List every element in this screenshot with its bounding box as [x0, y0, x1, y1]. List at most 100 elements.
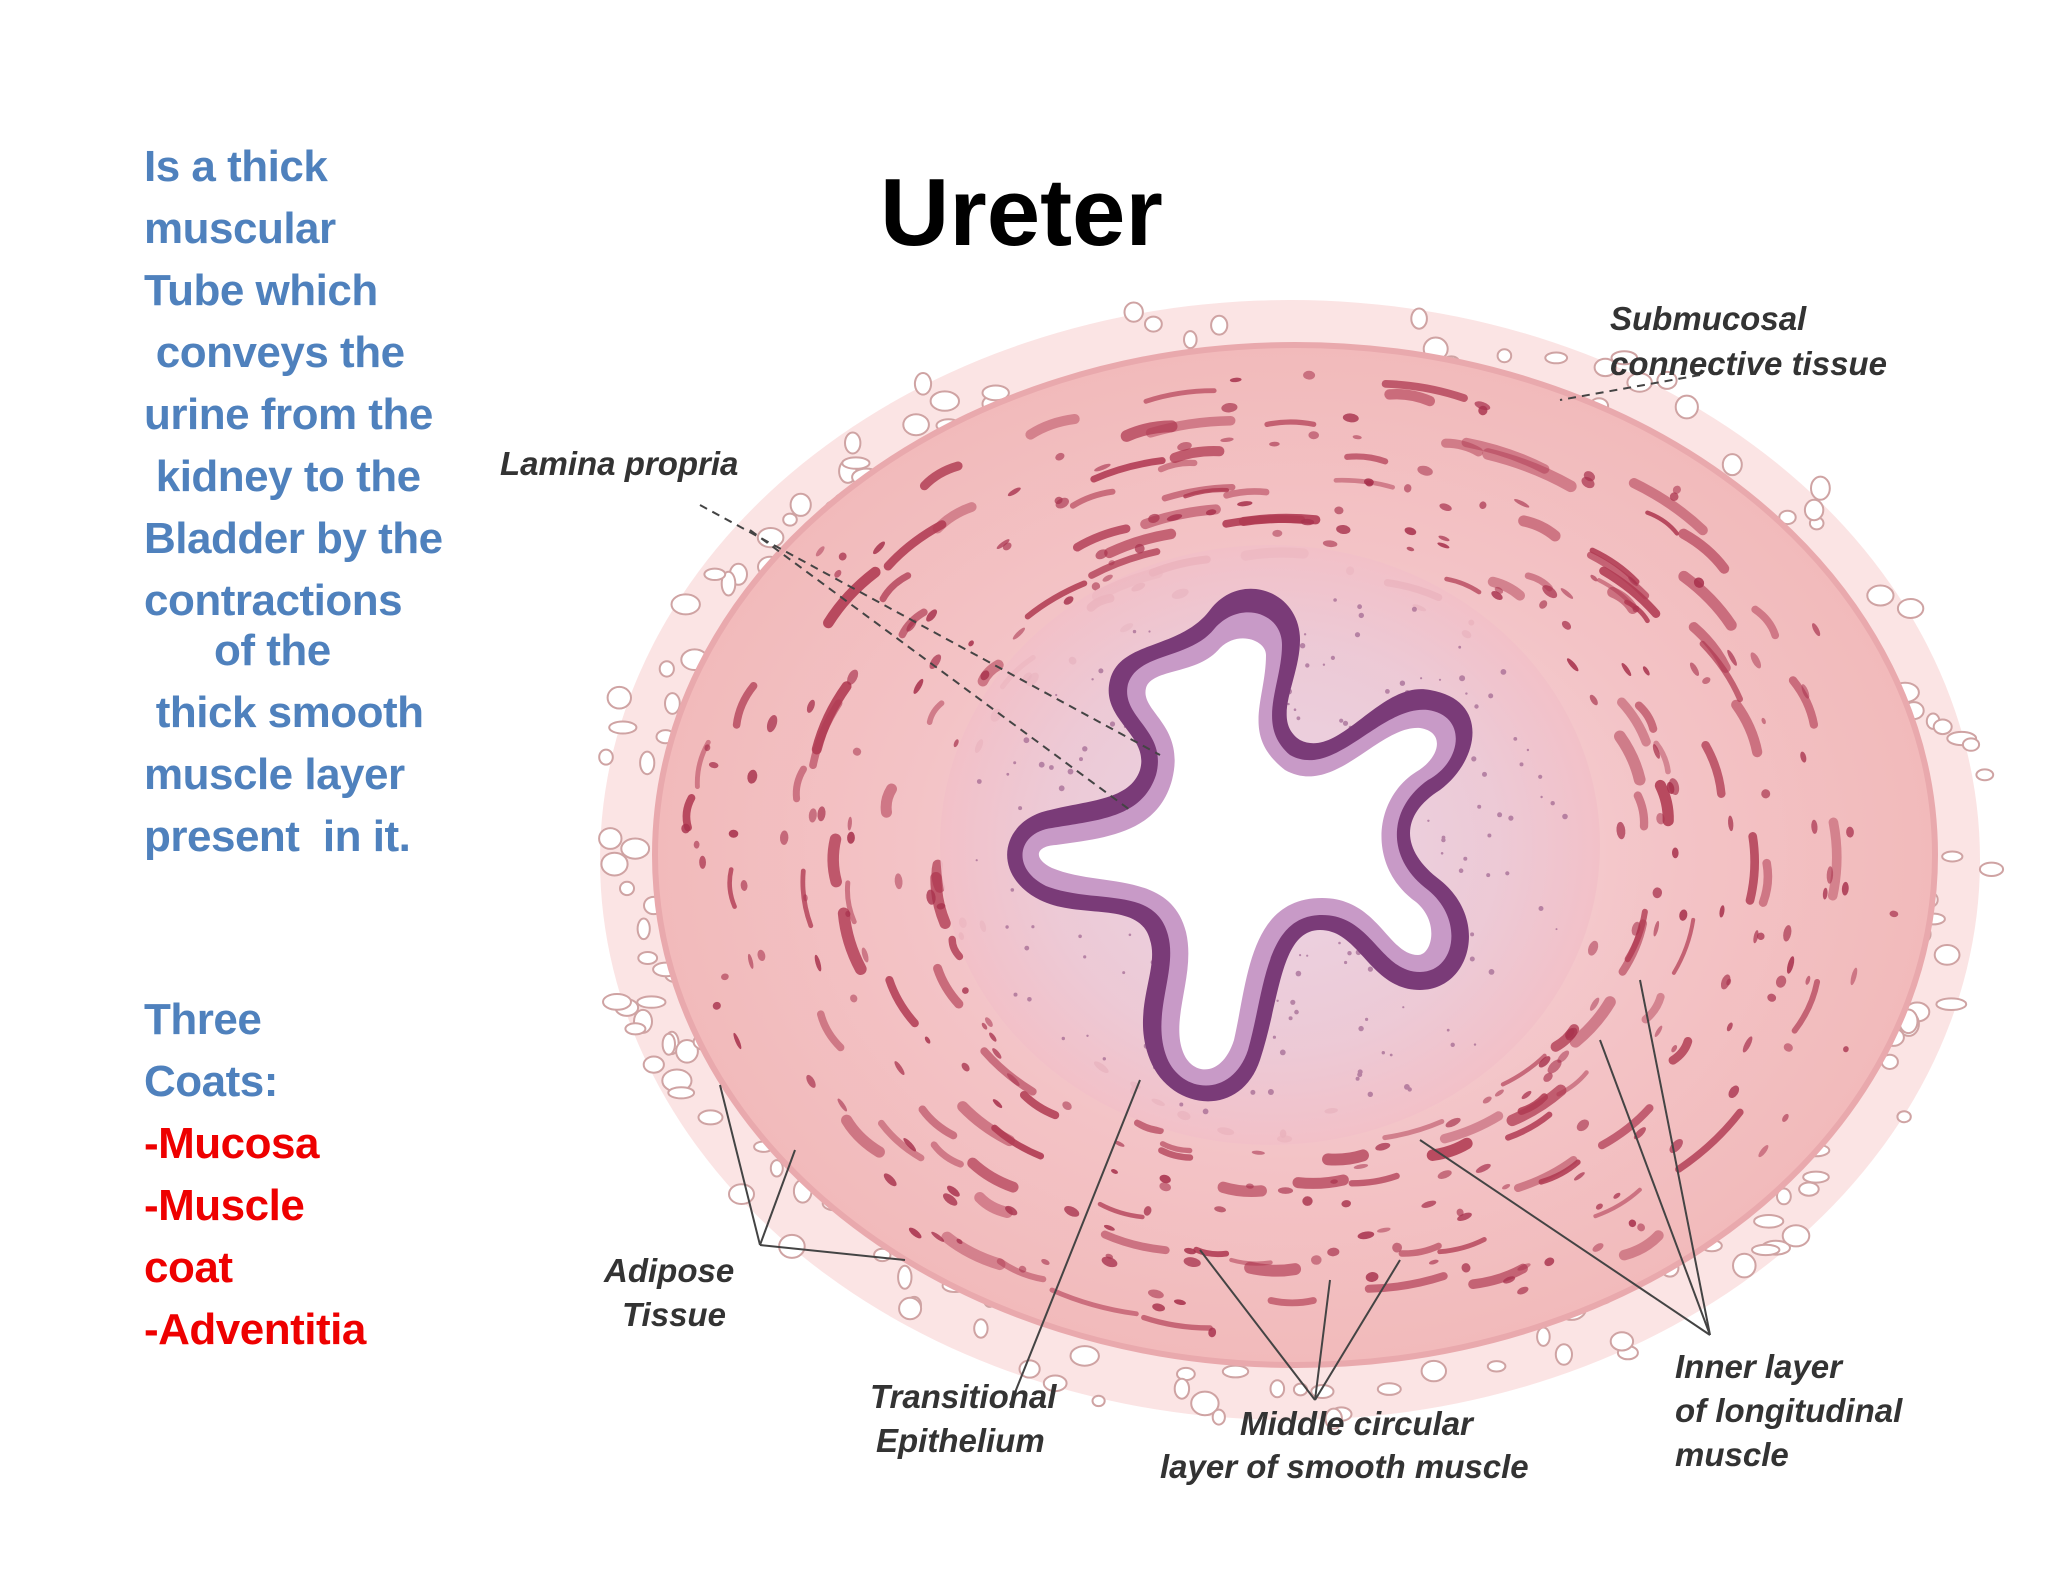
muscle-nucleus	[814, 954, 822, 972]
muscle-nucleus	[1841, 881, 1849, 896]
muscle-nucleus	[1437, 1170, 1452, 1179]
muscle-nucleus	[1502, 1183, 1511, 1190]
mucosa-dot	[1367, 1091, 1374, 1098]
adipose-cell	[981, 384, 1010, 402]
mucosa-dot	[1358, 612, 1365, 619]
muscle-strand	[1382, 1119, 1445, 1141]
adipose-cell	[600, 851, 629, 877]
muscle-strand	[879, 572, 912, 603]
adipose-cell	[902, 413, 930, 437]
muscle-strand	[1348, 1172, 1400, 1187]
adipose-cell	[619, 880, 635, 897]
muscle-nucleus	[1557, 1050, 1570, 1063]
muscle-nucleus	[980, 670, 990, 681]
muscle-nucleus	[1822, 887, 1828, 900]
mucosa-dot	[1458, 645, 1462, 649]
muscle-nucleus	[1147, 1289, 1164, 1299]
adipose-cell	[1732, 1252, 1757, 1279]
muscle-strand	[1439, 1111, 1504, 1144]
muscle-strand	[1758, 858, 1773, 907]
muscle-nucleus	[1102, 574, 1113, 582]
muscle-nucleus	[1846, 826, 1854, 838]
muscle-nucleus	[1177, 442, 1192, 451]
mucosa-dot	[1538, 774, 1543, 779]
muscle-strand	[1069, 488, 1116, 509]
mucosa-dot	[1385, 689, 1390, 694]
muscle-strand	[1072, 524, 1131, 552]
muscle-nucleus	[1805, 975, 1811, 985]
mucosa-dot	[1497, 812, 1503, 818]
adipose-cell	[1753, 1214, 1785, 1229]
muscle-nucleus	[704, 744, 711, 752]
muscle-nucleus	[1094, 463, 1111, 472]
leader-lines	[699, 374, 1711, 1406]
label-inner-layer-3: muscle	[1675, 1436, 1789, 1473]
muscle-nucleus	[1517, 1286, 1529, 1295]
mucosa-dot	[1470, 932, 1475, 937]
muscle-nucleus	[757, 949, 766, 962]
mucosa-dot	[1420, 677, 1423, 680]
muscle-strand	[1344, 453, 1389, 465]
adipose-cell	[1626, 372, 1653, 393]
muscle-strand	[941, 1231, 1006, 1271]
muscle-nucleus	[1728, 815, 1734, 832]
muscle-nucleus	[845, 910, 851, 917]
muscle-nucleus	[1392, 1242, 1403, 1253]
mucosa-dot	[1358, 1025, 1364, 1032]
adipose-cell	[1803, 498, 1825, 522]
muscle-nucleus	[1134, 543, 1145, 554]
muscle-nucleus	[1521, 1090, 1532, 1100]
muscle-nucleus	[1101, 1256, 1118, 1268]
mucosa-dot	[1354, 632, 1361, 638]
muscle-nucleus	[1656, 813, 1665, 825]
adipose-cell	[898, 1296, 923, 1321]
adipose-cell	[1810, 475, 1831, 501]
muscle-nucleus	[693, 840, 700, 849]
mucosa-dot	[1010, 888, 1015, 892]
muscle-nucleus	[1621, 662, 1632, 677]
mucosa-dot	[1381, 1051, 1386, 1055]
coats-heading: Three	[144, 995, 262, 1044]
adipose-cell	[661, 1032, 676, 1056]
muscle-nucleus	[992, 1048, 1002, 1059]
muscle-nucleus	[1654, 1025, 1663, 1037]
adipose-cell	[789, 492, 812, 517]
mucosa-dot	[1550, 801, 1555, 806]
muscle-strand	[883, 520, 947, 571]
muscle-strand	[926, 700, 945, 725]
mucosa-dot	[1438, 678, 1442, 681]
muscle-nucleus	[1573, 1172, 1585, 1181]
adipose-cell	[1798, 1181, 1820, 1197]
muscle-strand	[1441, 438, 1484, 457]
adipose-cell	[1721, 453, 1743, 477]
mucosa-dot	[1526, 748, 1530, 752]
adipose-cell	[697, 1109, 724, 1126]
description-line: urine from the	[144, 390, 433, 439]
muscle-strand	[827, 833, 842, 888]
muscle-nucleus	[1428, 1259, 1439, 1265]
mucosa-dot	[1179, 1102, 1184, 1107]
adipose-cell	[720, 570, 737, 597]
muscle-nucleus	[961, 1062, 970, 1072]
muscle-strand	[1634, 701, 1658, 733]
adipose-cell	[1091, 1394, 1106, 1408]
muscle-strand	[1617, 697, 1651, 747]
mucosa-dot	[1024, 945, 1030, 951]
muscle-nucleus	[1671, 1045, 1678, 1053]
muscle-strand	[1049, 1287, 1139, 1317]
muscle-nucleus	[1514, 499, 1530, 508]
muscle-nucleus	[838, 552, 847, 561]
mucosa-dot	[1355, 1076, 1360, 1081]
muscle-strand	[1668, 1036, 1693, 1065]
label-adipose-2: Tissue	[622, 1296, 726, 1333]
muscle-strand	[1751, 605, 1780, 640]
mucosa-dot	[1330, 655, 1335, 661]
mucosa-dot	[1458, 868, 1464, 873]
muscle-nucleus	[681, 823, 691, 834]
muscle-nucleus	[1671, 847, 1679, 859]
muscle-nucleus	[1669, 492, 1679, 501]
muscle-nucleus	[1377, 1227, 1391, 1233]
label-submucosal-2: connective tissue	[1610, 345, 1887, 382]
muscle-strand	[1183, 487, 1230, 499]
mucosa-dot	[1500, 669, 1507, 675]
